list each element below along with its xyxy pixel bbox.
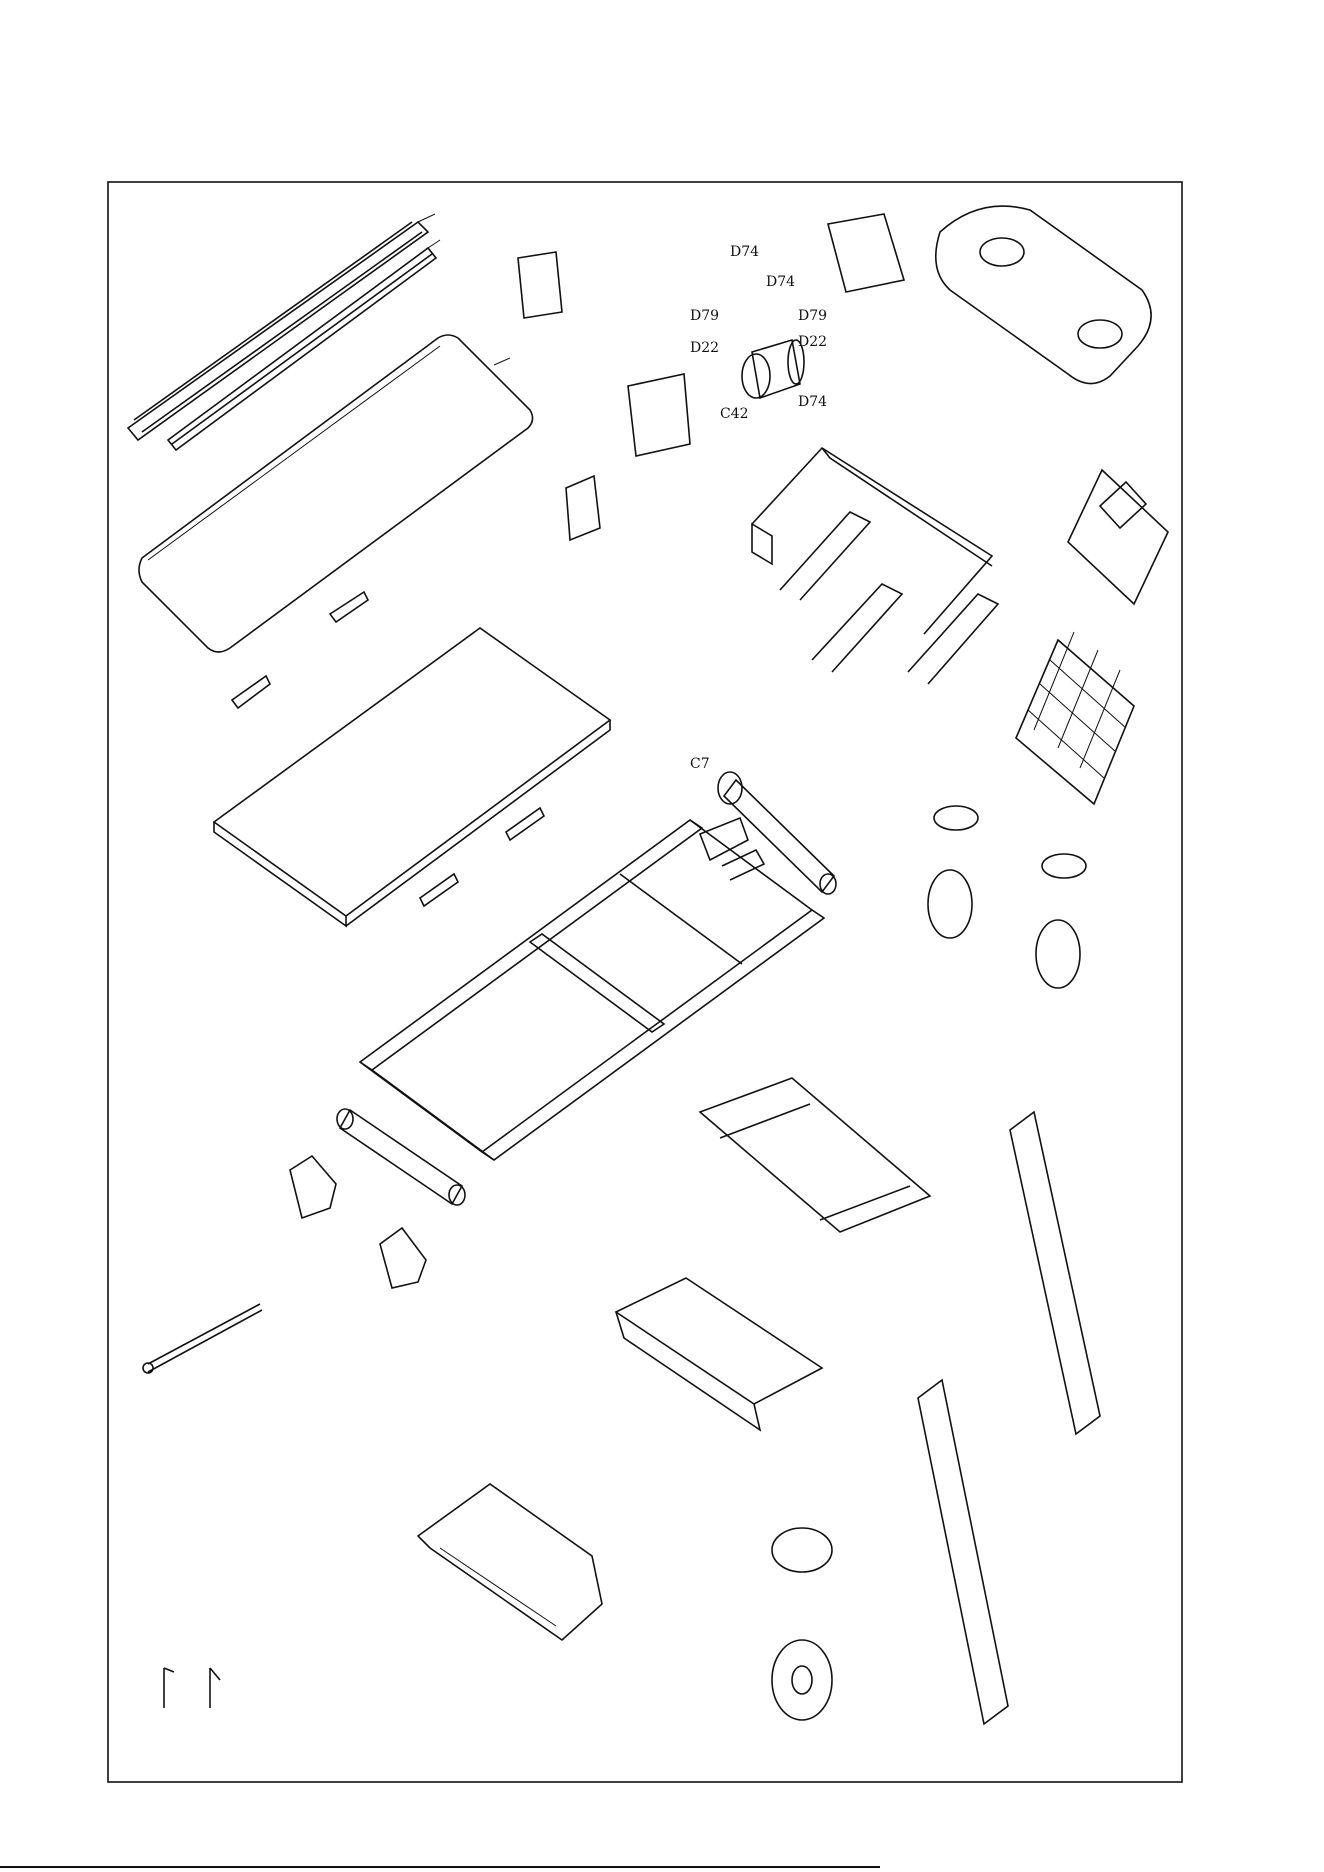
- console-display: [1068, 470, 1168, 604]
- callout-d74-mid: D74: [766, 274, 795, 290]
- deck-plate: [214, 628, 610, 926]
- console-housing: [828, 206, 1151, 383]
- callout-c7: C7: [690, 756, 710, 772]
- motor-bracket: [518, 252, 690, 540]
- diagram-border: [108, 182, 1182, 1782]
- end-caps: [290, 1156, 426, 1288]
- footer-rule: [0, 1866, 880, 1868]
- callout-d22-right: D22: [798, 334, 827, 350]
- deck-cushions: [232, 592, 544, 906]
- side-rails: [128, 214, 440, 450]
- main-frame: [360, 818, 824, 1160]
- drive-motor: [742, 340, 804, 398]
- front-roller: [718, 772, 836, 894]
- upright-frame: [752, 448, 998, 684]
- tools: [164, 1668, 220, 1708]
- callout-d74-top: D74: [730, 244, 759, 260]
- running-deck: [139, 335, 533, 652]
- callout-d22-left: D22: [690, 340, 719, 356]
- support-legs: [918, 1112, 1100, 1724]
- power-cord: [143, 1304, 262, 1373]
- console-grille: [1016, 632, 1134, 804]
- callout-d79-left: D79: [690, 308, 719, 324]
- incline-frame: [700, 1078, 930, 1232]
- base-tray: [616, 1278, 822, 1430]
- rear-roller: [337, 1109, 465, 1205]
- wheels: [772, 1528, 832, 1720]
- motor-hood: [418, 1484, 602, 1640]
- speakers: [928, 806, 1086, 988]
- callout-c42: C42: [720, 406, 749, 422]
- callout-d74-bottom: D74: [798, 394, 827, 410]
- callout-d79-right: D79: [798, 308, 827, 324]
